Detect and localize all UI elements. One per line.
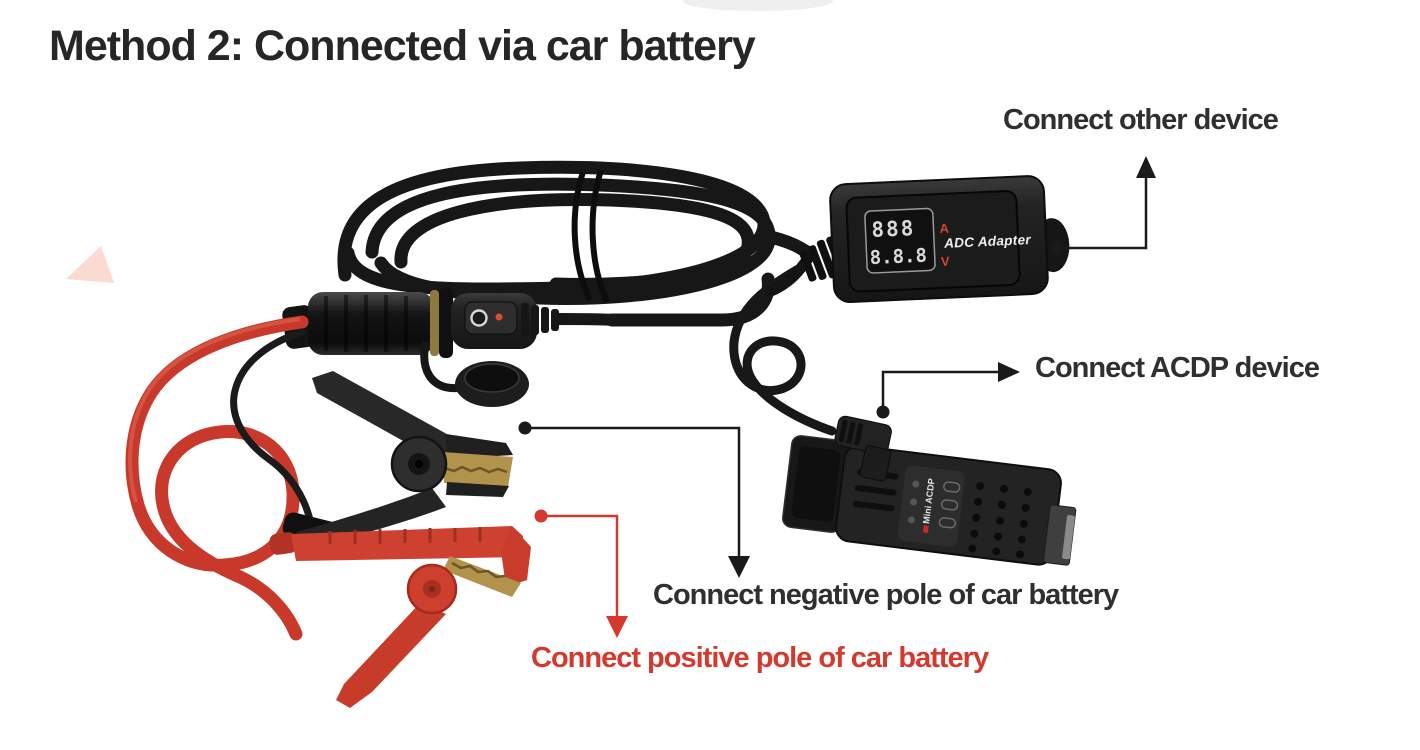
black-battery-wire (230, 328, 315, 528)
plug-button (470, 309, 488, 327)
callout-negative-pole (518, 421, 750, 578)
red-battery-cable (125, 315, 309, 641)
adc-adapter-device: 888 8.8.8 A V ADC Adapter (764, 175, 1070, 303)
amp-marker: A (939, 221, 950, 236)
coiled-cable (337, 160, 817, 327)
callout-other-device (1050, 156, 1156, 255)
callout-positive-pole (534, 509, 628, 638)
gold-ring (430, 290, 439, 356)
volt-marker: V (941, 254, 951, 269)
red-clamp-positive (269, 526, 531, 708)
adapter-display-amps: 888 (871, 216, 916, 242)
pink-watermark-triangle (66, 246, 114, 283)
annotation-connect-acdp-device: Connect ACDP device (1035, 352, 1320, 384)
annotation-positive-pole: Connect positive pole of car battery (531, 642, 989, 674)
cap-strap (420, 341, 459, 393)
annotation-negative-pole: Connect negative pole of car battery (653, 579, 1119, 611)
plug-led (495, 313, 503, 321)
annotation-connect-other-device: Connect other device (1003, 104, 1279, 136)
acdp-leds (907, 480, 920, 524)
adapter-display-window (864, 207, 936, 274)
callout-acdp-device (876, 362, 1020, 419)
cable-tie-wrap (571, 169, 610, 304)
top-shadow-smudge (683, 0, 833, 11)
mini-acdp-device: Mini ACDP (781, 435, 1077, 566)
red-clamp-teeth (443, 556, 521, 597)
acdp-speaker-holes (968, 481, 1032, 559)
acdp-logo (923, 525, 929, 533)
black-clamp-negative (282, 371, 513, 549)
acdp-buttons (938, 481, 961, 529)
adapter-name-label: ADC Adapter (943, 232, 1032, 251)
jack-cable (729, 263, 837, 436)
adapter-display-volts: 8.8.8 (869, 245, 927, 269)
jack-plug (834, 415, 892, 482)
page-title: Method 2: Connected via car battery (49, 22, 756, 70)
